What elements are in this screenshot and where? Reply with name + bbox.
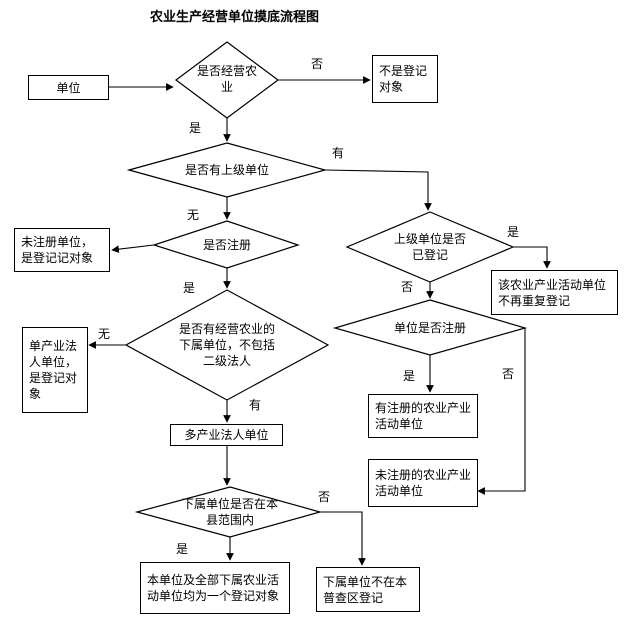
not-registration-object-box: 不是登记对象 xyxy=(372,55,438,103)
decision-engaged-agriculture-text: 是否经营农业 xyxy=(197,64,258,94)
unit-box: 单位 xyxy=(28,75,109,100)
edge-label-county-no: 否 xyxy=(318,490,331,504)
decision-is-registered-text: 是否注册 xyxy=(202,238,251,252)
edge-county-no xyxy=(320,511,366,566)
whole-one-object-box: 本单位及全部下属农业活动单位均为一个登记对象 xyxy=(140,562,290,614)
single-industry-legal-entity-box: 单产业法人单位，是登记对象 xyxy=(22,327,88,413)
edge-label-sup-reg-yes: 是 xyxy=(507,225,520,239)
edge-label-agri-no: 否 xyxy=(311,57,324,71)
decision-superior-registered-text: 上级单位是否已登记 xyxy=(393,232,466,262)
edge-sup-reg-yes xyxy=(513,246,551,269)
edge-label-superior-none: 无 xyxy=(187,208,200,222)
subordinate-not-in-county-box: 下属单位不在本普查区登记 xyxy=(316,567,420,612)
edge-label-unit-reg-no: 否 xyxy=(502,367,515,381)
diagram-title: 农业生产经营单位摸底流程图 xyxy=(150,10,320,25)
unregistered-unit-box: 未注册单位，是登记记对象 xyxy=(14,228,110,272)
edge-label-agri-yes: 是 xyxy=(189,121,202,135)
unregistered-activity-unit-box: 未注册的农业产业活动单位 xyxy=(368,459,478,507)
decision-unit-registered-text: 单位是否注册 xyxy=(393,321,466,335)
decision-has-superior-text: 是否有上级单位 xyxy=(184,163,269,177)
edge-label-superior-have: 有 xyxy=(332,146,345,160)
edge-label-sup-reg-no: 否 xyxy=(401,280,414,294)
edge-unit-reg-no xyxy=(477,328,526,495)
edge-label-county-yes: 是 xyxy=(176,542,189,556)
edge-label-unit-reg-yes: 是 xyxy=(403,369,416,383)
superior-no-repeat-box: 该农业产业活动单位不再重复登记 xyxy=(491,270,618,315)
edge-label-sub-have: 有 xyxy=(249,398,262,412)
multi-industry-legal-entity-box: 多产业法人单位 xyxy=(170,424,283,446)
edge-superior-have xyxy=(324,169,432,211)
edge-label-sub-none: 无 xyxy=(98,327,111,341)
registered-activity-unit-box: 有注册的农业产业活动单位 xyxy=(368,394,478,438)
edge-label-reg-yes: 是 xyxy=(183,281,196,295)
decision-in-county-text: 下属单位是否在本县范围内 xyxy=(181,497,278,527)
decision-agri-subordinate-text: 是否有经营农业的下属单位，不包括二级法人 xyxy=(178,322,275,368)
edge-reg-to-unregistered xyxy=(111,244,155,254)
